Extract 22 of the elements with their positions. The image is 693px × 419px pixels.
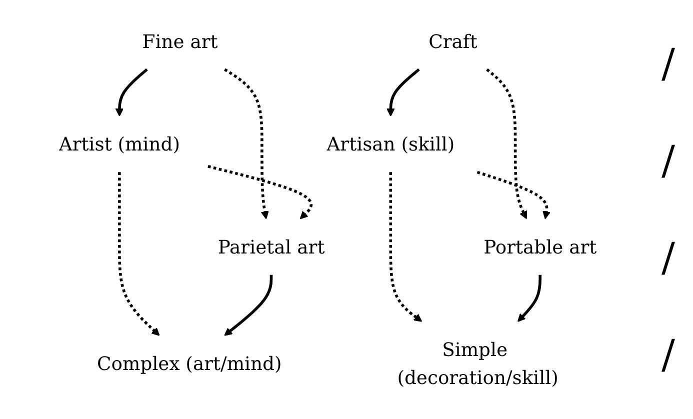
node-text: Craft (428, 30, 478, 53)
slash-separator: / (662, 234, 675, 281)
node-text: Fine art (142, 30, 218, 53)
node-text: Portable art (484, 236, 597, 258)
slash-separator: / (662, 41, 675, 88)
arrow (224, 68, 269, 220)
node-text: Artisan (skill) (326, 132, 455, 156)
node-text: Parietal art (218, 236, 325, 258)
arrow (208, 165, 312, 220)
node-text: Artist (mind) (58, 132, 180, 156)
node-text: Complex (art/mind) (97, 352, 282, 375)
arrow (486, 68, 528, 220)
arrow (386, 68, 420, 117)
arrow (517, 274, 542, 322)
arrow (224, 274, 273, 336)
slash-separator: / (662, 332, 675, 378)
arrow (476, 170, 551, 220)
node-text: Simple (decoration/skill) (397, 338, 558, 389)
arrow (115, 68, 148, 117)
slash-separator: / (662, 138, 675, 184)
arrow (389, 172, 422, 322)
arrow (118, 172, 160, 336)
